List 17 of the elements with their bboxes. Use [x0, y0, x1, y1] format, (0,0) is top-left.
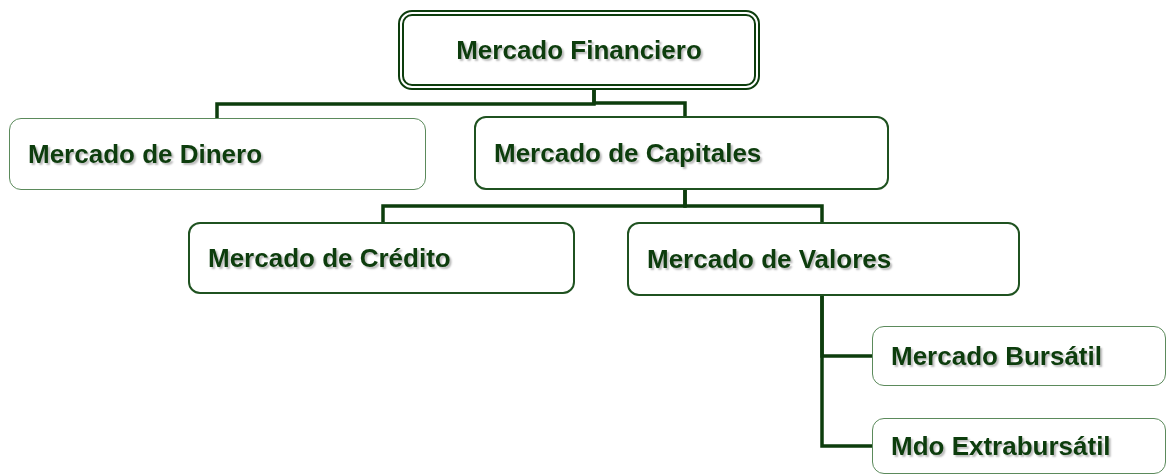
node-label: Mercado Financiero — [456, 34, 702, 66]
node-label: Mdo Extrabursátil — [891, 430, 1111, 462]
node-label: Mercado de Dinero — [28, 138, 263, 170]
connector-line — [683, 190, 824, 222]
category-box — [627, 222, 1020, 296]
node-label: Mercado Bursátil — [891, 340, 1102, 372]
node-label: Mercado de Crédito — [208, 242, 451, 274]
connector-line — [820, 296, 872, 448]
root-box — [398, 10, 760, 90]
category-box — [9, 118, 426, 190]
category-box — [188, 222, 575, 294]
node-label: Mercado de Capitales — [494, 137, 762, 169]
node-label: Mercado de Valores — [647, 243, 892, 275]
category-box — [872, 326, 1166, 386]
category-box — [872, 418, 1166, 474]
connector-line — [592, 90, 687, 116]
category-box — [474, 116, 889, 190]
